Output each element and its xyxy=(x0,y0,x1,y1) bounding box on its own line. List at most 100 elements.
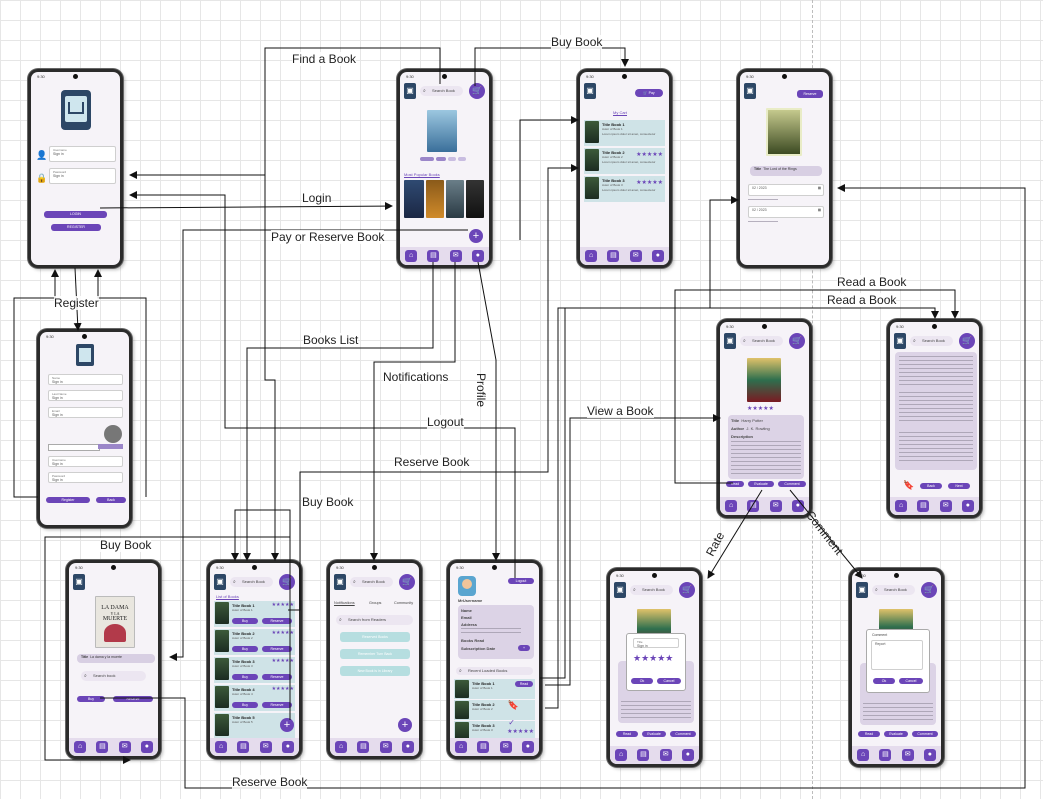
reader-search-input[interactable]: ⌕Search from Readers xyxy=(336,615,413,625)
buy-button[interactable]: Buy xyxy=(232,674,258,680)
upload-button[interactable] xyxy=(98,444,123,449)
bookmark-icon[interactable]: 🔖 xyxy=(903,480,915,490)
books-icon[interactable]: ▤ xyxy=(477,741,490,753)
evaluate-button[interactable]: Evaluate xyxy=(642,731,666,737)
search-input[interactable]: ⌕Search book xyxy=(81,671,146,681)
back-button[interactable]: Back xyxy=(920,483,942,489)
profile-icon[interactable]: ● xyxy=(281,741,294,753)
profile-icon[interactable]: ● xyxy=(651,250,664,262)
search-input[interactable]: ⌕Search Book xyxy=(630,585,673,595)
add-icon[interactable]: + xyxy=(398,718,412,732)
home-icon[interactable]: ⌂ xyxy=(455,741,468,753)
cancel-button[interactable]: Cancel xyxy=(899,678,923,684)
home-icon[interactable]: ⌂ xyxy=(405,250,418,262)
evaluate-button[interactable]: Evaluate xyxy=(884,731,908,737)
tab-groups[interactable]: Groups xyxy=(369,601,382,605)
buy-button[interactable]: Buy xyxy=(77,696,105,702)
home-icon[interactable]: ⌂ xyxy=(895,500,908,512)
profile-icon[interactable]: ● xyxy=(961,500,974,512)
profile-icon[interactable]: ● xyxy=(401,741,414,753)
notification-item[interactable]: Remember Turn Back xyxy=(340,649,410,659)
read-button[interactable]: Read xyxy=(726,481,744,487)
add-icon[interactable]: + xyxy=(469,229,483,243)
comment-input[interactable]: Report xyxy=(871,640,923,670)
rating-stars[interactable]: ★★★★★ xyxy=(633,653,674,663)
reserve-button[interactable]: Reserve xyxy=(262,674,292,680)
mail-icon[interactable]: ✉ xyxy=(629,250,642,262)
popular-book-4[interactable] xyxy=(466,180,484,218)
pay-button[interactable]: 🛒 Pay xyxy=(635,89,663,97)
back-button[interactable]: Back xyxy=(96,497,126,503)
books-icon[interactable]: ▤ xyxy=(96,741,109,753)
cart-icon[interactable]: 🛒 xyxy=(679,582,695,598)
mail-icon[interactable]: ✉ xyxy=(769,500,782,512)
notification-item[interactable]: New Book is in Library xyxy=(340,666,410,676)
avatar-icon[interactable] xyxy=(104,425,122,443)
register-button[interactable]: REGISTER xyxy=(51,224,101,231)
cart-item[interactable]: Title Book 1 Autor of Book 1 Lorem ipsum… xyxy=(584,120,665,146)
upload-field[interactable] xyxy=(48,444,100,451)
popular-book-2[interactable] xyxy=(426,180,444,218)
notification-item[interactable]: Reserved Books xyxy=(340,632,410,642)
profile-icon[interactable]: ● xyxy=(923,749,936,761)
read-button[interactable]: Read xyxy=(616,731,638,737)
ok-button[interactable]: Ok xyxy=(873,678,895,684)
search-input[interactable]: ⌕Search Book xyxy=(910,336,953,346)
reserve-button[interactable]: Reserve xyxy=(797,90,823,98)
cart-icon[interactable]: 🛒 xyxy=(959,333,975,349)
next-button[interactable]: Next xyxy=(948,483,970,489)
edit-date-button[interactable]: + xyxy=(518,645,530,651)
profile-icon[interactable]: ● xyxy=(681,749,694,761)
reserve-button[interactable]: Reserve xyxy=(262,646,292,652)
books-icon[interactable]: ▤ xyxy=(917,500,930,512)
cart-icon[interactable]: 🛒 xyxy=(921,582,937,598)
read-button[interactable]: Read xyxy=(515,681,533,687)
cart-icon[interactable]: 🛒 xyxy=(789,333,805,349)
profile-icon[interactable]: ● xyxy=(521,741,534,753)
reserve-button[interactable]: Reserve xyxy=(262,702,292,708)
cart-icon[interactable]: 🛒 xyxy=(279,574,295,590)
register-submit-button[interactable]: Register xyxy=(46,497,90,503)
featured-book-cover[interactable] xyxy=(427,110,457,152)
cart-icon[interactable]: 🛒 xyxy=(399,574,415,590)
tab-community[interactable]: Community xyxy=(394,601,414,605)
home-icon[interactable]: ⌂ xyxy=(335,741,348,753)
popular-book-1[interactable] xyxy=(404,180,424,218)
reserve-button[interactable]: Reserve xyxy=(113,696,153,702)
read-button[interactable]: Read xyxy=(858,731,880,737)
profile-icon[interactable]: ● xyxy=(791,500,804,512)
popular-book-3[interactable] xyxy=(446,180,464,218)
add-icon[interactable]: + xyxy=(280,718,294,732)
books-icon[interactable]: ▤ xyxy=(747,500,760,512)
mail-icon[interactable]: ✉ xyxy=(449,250,462,262)
mail-icon[interactable]: ✉ xyxy=(939,500,952,512)
profile-icon[interactable]: ● xyxy=(140,741,153,753)
search-input[interactable]: ⌕Search Book xyxy=(872,585,915,595)
buy-button[interactable]: Buy xyxy=(232,702,258,708)
search-input[interactable]: ⌕Search Book xyxy=(230,577,273,587)
carousel-dots[interactable] xyxy=(420,157,468,161)
home-icon[interactable]: ⌂ xyxy=(857,749,870,761)
date-from-field[interactable]: 02 / 2023▦ xyxy=(748,184,824,196)
books-icon[interactable]: ▤ xyxy=(237,741,250,753)
date-to-field[interactable]: 02 / 2023▦ xyxy=(748,206,824,218)
comment-button[interactable]: Comment xyxy=(912,731,938,737)
books-icon[interactable]: ▤ xyxy=(607,250,620,262)
evaluate-button[interactable]: Evaluate xyxy=(748,481,774,487)
mail-icon[interactable]: ✉ xyxy=(659,749,672,761)
mail-icon[interactable]: ✉ xyxy=(901,749,914,761)
books-icon[interactable]: ▤ xyxy=(879,749,892,761)
comment-button[interactable]: Comment xyxy=(670,731,696,737)
mail-icon[interactable]: ✉ xyxy=(259,741,272,753)
tab-notifications[interactable]: Notifications xyxy=(334,601,355,605)
home-icon[interactable]: ⌂ xyxy=(725,500,738,512)
search-input[interactable]: ⌕Search Book xyxy=(740,336,783,346)
